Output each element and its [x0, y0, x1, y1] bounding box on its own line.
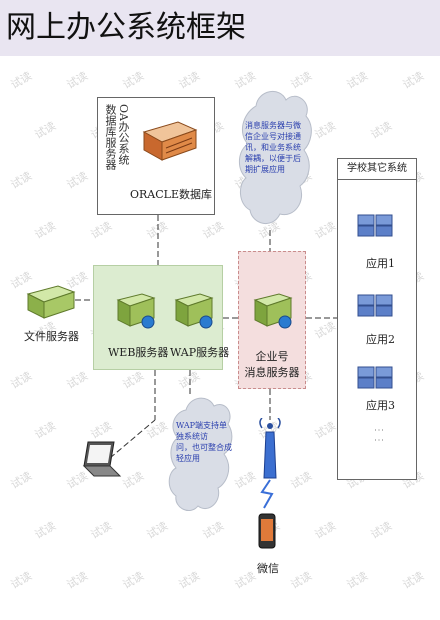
oracle-label: ORACLE数据库	[130, 188, 212, 201]
web-server-label: WEB服务器	[108, 346, 169, 359]
cloud-top-line: 解耦，以便于后	[245, 154, 301, 163]
msg-server-label-line1: 企业号	[255, 350, 289, 363]
oa-database-box: OA办公系统 数据库服务器 ORACLE数据库	[97, 97, 215, 215]
database-server-icon	[142, 121, 198, 161]
laptop-icon	[82, 441, 122, 477]
cloud-bottom-line: 轻应用	[176, 454, 200, 463]
cloud-bottom-line: 独系统访	[176, 432, 208, 441]
file-server-label: 文件服务器	[24, 330, 79, 343]
antenna-icon	[259, 418, 281, 479]
wap-server-label: WAP服务器	[170, 346, 230, 359]
wireless-bolt-icon	[260, 479, 274, 509]
cloud-bottom-icon	[168, 397, 233, 511]
app-server-icon	[357, 214, 393, 237]
page-title: 网上办公系统框架	[0, 0, 440, 56]
message-server-icon	[253, 293, 293, 329]
app-server-icon	[357, 366, 393, 389]
file-server-icon	[26, 285, 76, 319]
school-systems-title: 学校其它系统	[338, 159, 416, 180]
wap-server-icon	[174, 293, 214, 329]
cloud-top-line: 消息服务器与微	[245, 121, 301, 130]
cloud-top-line: 讯，和业务系统	[245, 143, 301, 152]
web-server-group: WEB服务器 WAP服务器	[93, 265, 229, 370]
app-label: 应用2	[366, 333, 395, 346]
cloud-top-icon	[239, 91, 312, 224]
wechat-label: 微信	[257, 562, 279, 575]
cloud-bottom-line: 问，也可整合成	[176, 443, 232, 452]
msg-server-label-line2: 消息服务器	[244, 366, 300, 379]
app-label: 应用3	[366, 399, 395, 412]
web-server-icon	[116, 293, 156, 329]
cloud-bottom-line: WAP端支持单	[176, 421, 227, 430]
cloud-bottom-text: WAP端支持单 独系统访 问，也可整合成 轻应用	[176, 420, 232, 464]
school-systems-box: 学校其它系统 应用1 应用2 应用3	[337, 158, 417, 480]
phone-icon	[258, 513, 276, 549]
cloud-top-line: 信企业号对接通	[245, 132, 301, 141]
more-apps-ellipsis: ⋮⋮	[373, 425, 384, 445]
oa-label-line1: OA办公系统	[117, 104, 130, 165]
app-label: 应用1	[366, 257, 395, 270]
oa-label-line2: 数据库服务器	[104, 104, 117, 170]
cloud-top-line: 期扩展应用	[245, 165, 285, 174]
app-server-icon	[357, 294, 393, 317]
message-server-group: 企业号 消息服务器	[238, 251, 306, 389]
oa-database-label: OA办公系统 数据库服务器	[100, 104, 130, 208]
link-web-laptop	[109, 419, 156, 459]
cloud-top-text: 消息服务器与微 信企业号对接通 讯，和业务系统 解耦，以便于后 期扩展应用	[245, 120, 301, 175]
